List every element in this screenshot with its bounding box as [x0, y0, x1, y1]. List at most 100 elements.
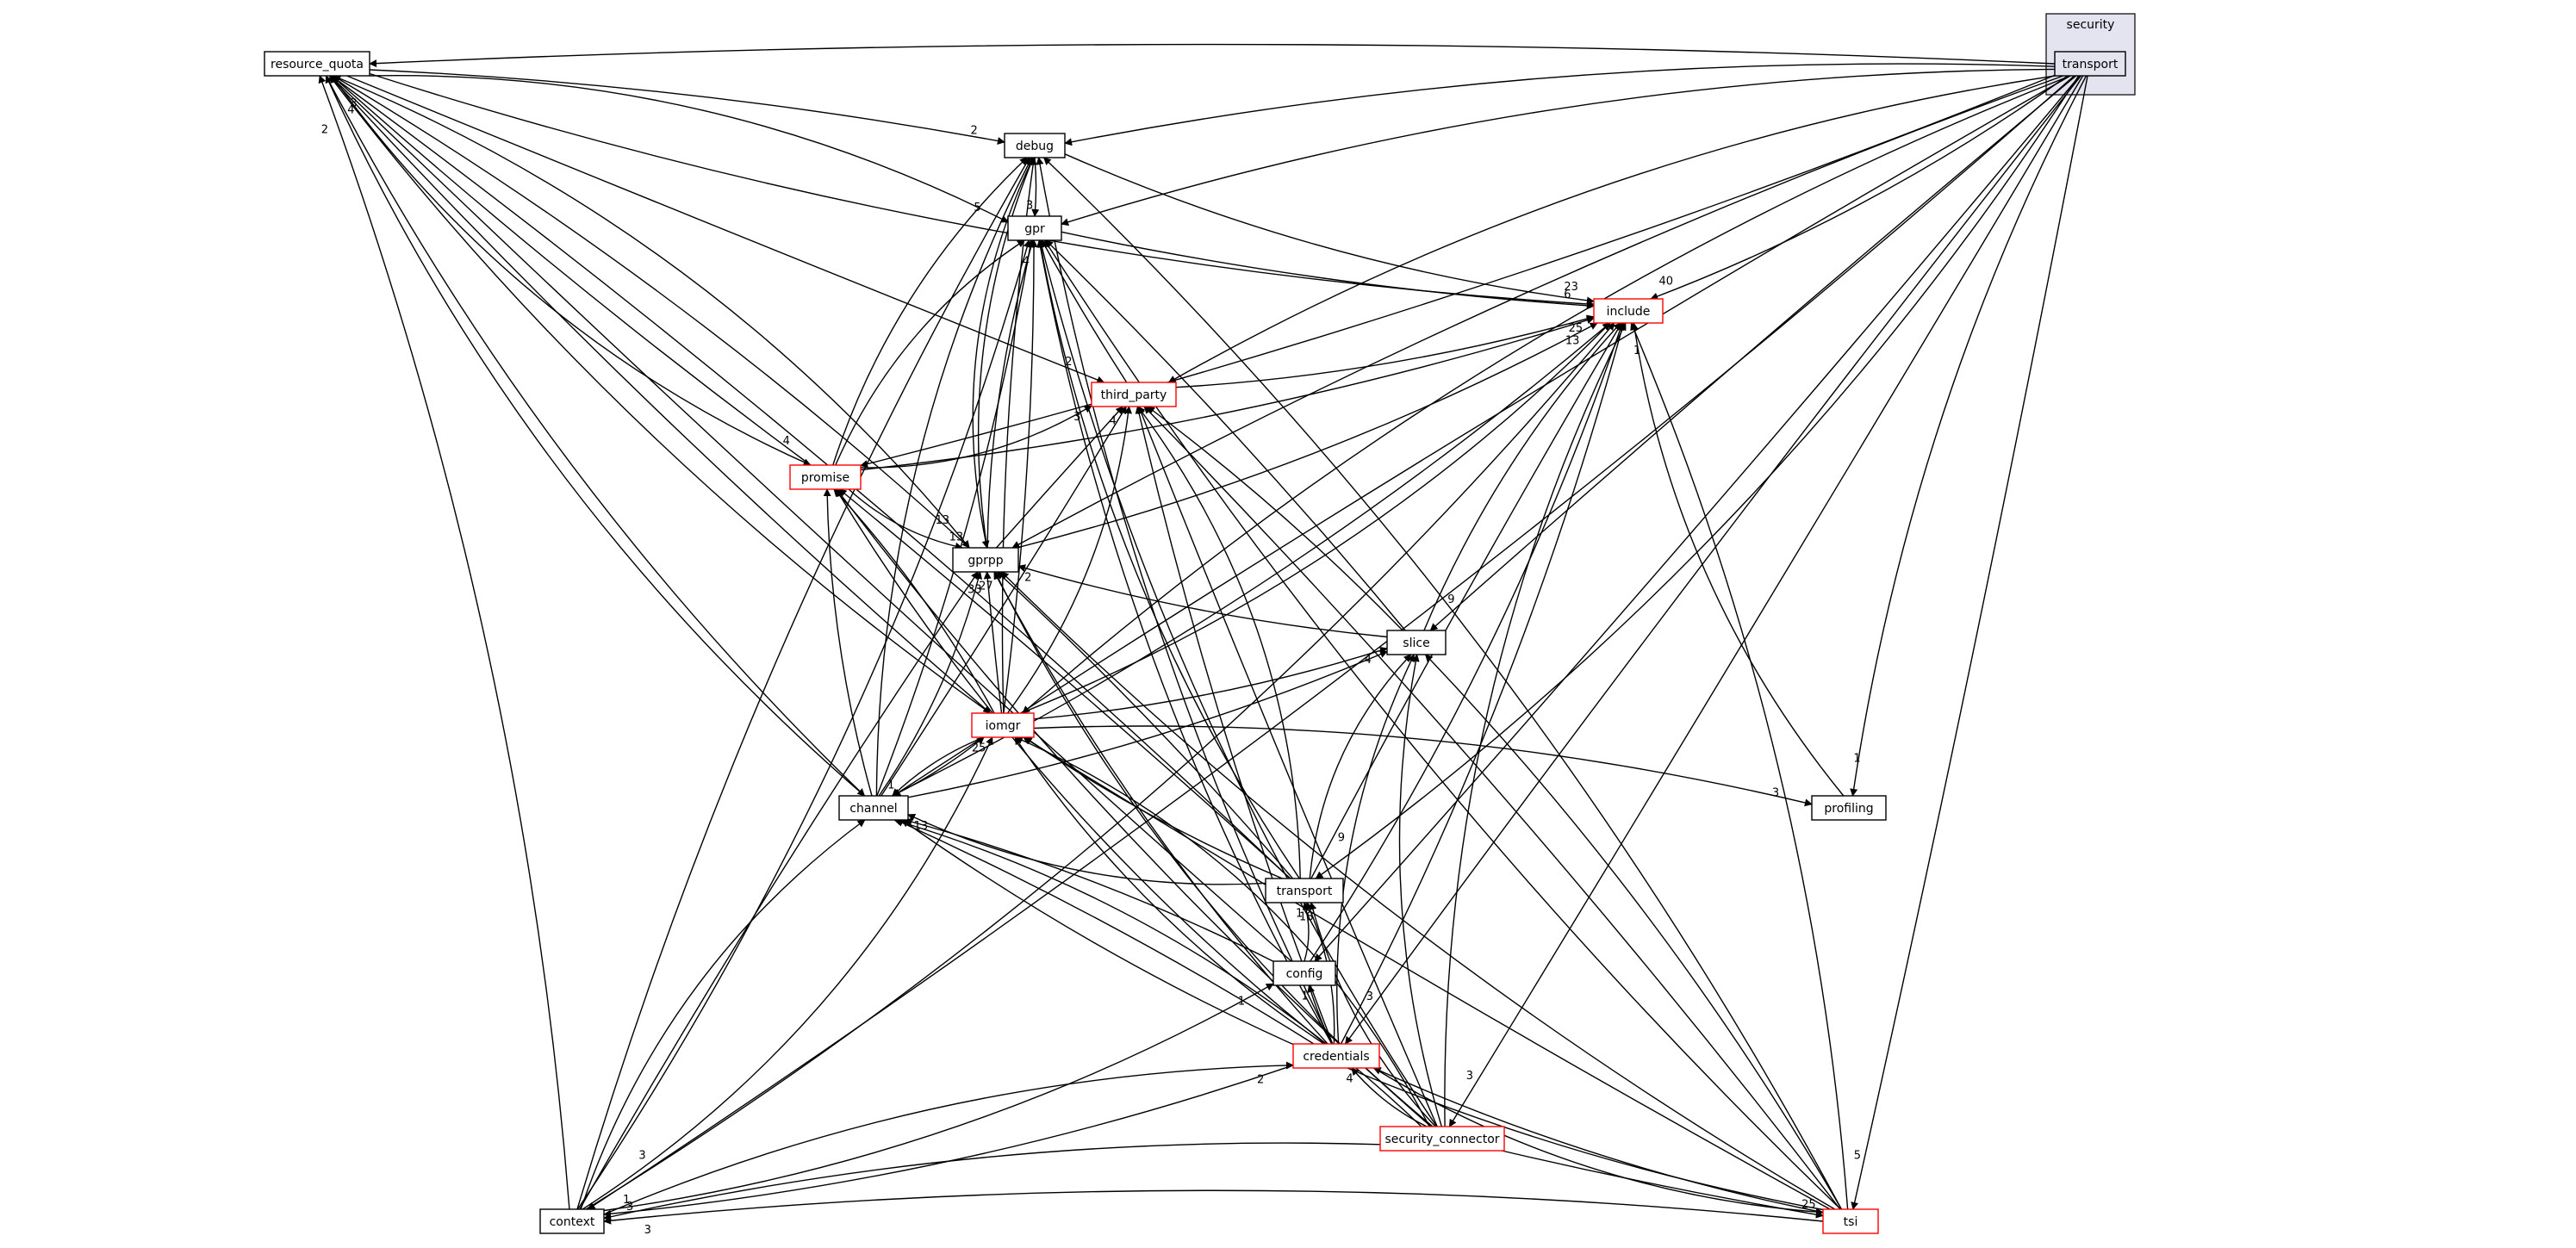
node-label-resource_quota[interactable]: resource_quota: [271, 58, 364, 71]
edge-security_connector-to-tsi: [1501, 1150, 1824, 1219]
node-profiling[interactable]: profiling: [1811, 795, 1887, 821]
node-box-config[interactable]: [1272, 960, 1336, 986]
node-box-slice[interactable]: [1386, 630, 1447, 655]
node-box-context[interactable]: [539, 1208, 605, 1234]
node-promise[interactable]: promise: [789, 464, 862, 490]
edge-label-debug-to-gpr[interactable]: 3: [1026, 199, 1033, 212]
node-label-security_connector[interactable]: security_connector: [1384, 1133, 1499, 1146]
edge-label-tsi-to-context[interactable]: 3: [644, 1224, 651, 1237]
node-box-security_connector[interactable]: [1379, 1126, 1505, 1152]
edge-label-gprpp-to-gpr[interactable]: 4: [1023, 255, 1030, 268]
edge-label-transport_sec-to-profiling[interactable]: 1: [1853, 753, 1860, 766]
edge-label-transport_sec-to-security_connector[interactable]: 3: [1466, 1070, 1473, 1083]
node-label-transport[interactable]: transport: [1277, 885, 1333, 898]
edge-label-gprpp-to-include[interactable]: 13: [1565, 334, 1580, 347]
edge-label-iomgr-to-profiling[interactable]: 3: [1772, 786, 1779, 799]
node-security_connector[interactable]: security_connector: [1379, 1126, 1505, 1152]
node-third_party[interactable]: third_party: [1091, 382, 1177, 407]
node-label-debug[interactable]: debug: [1016, 140, 1054, 153]
edge-label-channel-to-gprpp[interactable]: 33: [968, 583, 982, 596]
node-box-credentials[interactable]: [1292, 1043, 1380, 1069]
edge-channel-to-gpr: [876, 239, 1035, 797]
node-label-credentials[interactable]: credentials: [1303, 1050, 1369, 1064]
node-label-promise[interactable]: promise: [801, 471, 849, 485]
edge-label-context-to-credentials[interactable]: 2: [1257, 1074, 1264, 1087]
edge-label-gprpp-to-third_party[interactable]: 4: [1110, 415, 1117, 428]
node-box-iomgr[interactable]: [971, 712, 1035, 738]
edge-label-transport_sec-to-credentials[interactable]: 3: [1366, 990, 1373, 1003]
edge-label-transport_sec-to-transport[interactable]: 9: [1338, 832, 1345, 845]
node-resource_quota[interactable]: resource_quota: [264, 51, 370, 77]
node-transport[interactable]: transport: [1265, 878, 1344, 903]
edge-label-config-to-transport[interactable]: 1: [1296, 908, 1303, 921]
node-box-profiling[interactable]: [1811, 795, 1887, 821]
node-box-gpr[interactable]: [1007, 215, 1062, 241]
edge-label-resource_quota-to-promise[interactable]: 4: [783, 435, 790, 448]
edge-label-profiling-to-include[interactable]: 1: [1633, 345, 1640, 357]
node-context[interactable]: context: [539, 1208, 605, 1234]
node-iomgr[interactable]: iomgr: [971, 712, 1035, 738]
node-box-promise[interactable]: [789, 464, 862, 490]
node-box-tsi[interactable]: [1822, 1208, 1879, 1234]
edge-label-transport_sec-to-tsi[interactable]: 5: [1854, 1149, 1861, 1162]
edge-label-resource_quota-to-third_party[interactable]: 2: [1065, 356, 1072, 369]
node-gprpp[interactable]: gprpp: [952, 547, 1019, 573]
edge-label-resource_quota-to-debug[interactable]: 2: [971, 125, 978, 138]
node-label-channel[interactable]: channel: [849, 802, 897, 816]
edge-label-gpr-to-include[interactable]: 6: [1564, 289, 1571, 301]
edge-label-iomgr-to-channel[interactable]: 1: [887, 779, 894, 792]
edge-label-credentials-to-context[interactable]: 1: [623, 1194, 630, 1207]
node-transport_sec[interactable]: transport: [2054, 51, 2126, 77]
edge-label-iomgr-to-gprpp[interactable]: 27: [979, 581, 993, 593]
edge-label-debug-to-include[interactable]: 23: [1564, 281, 1578, 294]
edge-label-credentials-to-config[interactable]: 1: [1301, 990, 1308, 1003]
node-debug[interactable]: debug: [1004, 133, 1066, 158]
node-box-resource_quota[interactable]: [264, 51, 370, 77]
node-label-config[interactable]: config: [1286, 967, 1323, 981]
node-include[interactable]: include: [1593, 298, 1664, 324]
node-box-include[interactable]: [1593, 298, 1664, 324]
edge-label-context-to-resource_quota[interactable]: 2: [321, 124, 328, 137]
node-label-third_party[interactable]: third_party: [1101, 388, 1167, 402]
edge-label-gprpp-to-resource_quota[interactable]: 3: [350, 97, 357, 110]
edge-label-context-to-config[interactable]: 1: [1238, 996, 1245, 1009]
edge-channel-to-promise: [823, 488, 873, 797]
node-box-third_party[interactable]: [1091, 382, 1177, 407]
edge-label-promise-to-third_party[interactable]: 3: [1073, 411, 1080, 424]
node-label-include[interactable]: include: [1607, 305, 1651, 319]
node-label-transport_sec[interactable]: transport: [2063, 58, 2119, 71]
node-box-transport_sec[interactable]: [2054, 51, 2126, 77]
node-label-tsi[interactable]: tsi: [1844, 1215, 1858, 1229]
node-box-transport[interactable]: [1265, 878, 1344, 903]
edge-debug-to-include: [1064, 153, 1595, 305]
edge-label-security_connector-to-credentials[interactable]: 4: [1346, 1073, 1353, 1086]
node-label-profiling[interactable]: profiling: [1824, 802, 1873, 816]
edge-promise-to-gpr: [835, 239, 1025, 466]
node-label-gprpp[interactable]: gprpp: [968, 554, 1003, 568]
node-box-channel[interactable]: [838, 795, 909, 821]
node-slice[interactable]: slice: [1386, 630, 1447, 655]
edge-label-resource_quota-to-gprpp[interactable]: 13: [936, 514, 950, 527]
edge-transport-to-include: [1310, 322, 1622, 879]
node-credentials[interactable]: credentials: [1292, 1043, 1380, 1069]
edge-label-transport_sec-to-slice[interactable]: 9: [1447, 593, 1454, 606]
edge-label-channel-to-iomgr[interactable]: 25: [972, 742, 986, 755]
edge-label-iomgr-to-resource_quota[interactable]: 4: [347, 104, 354, 117]
node-gpr[interactable]: gpr: [1007, 215, 1062, 241]
node-label-iomgr[interactable]: iomgr: [986, 719, 1021, 733]
node-tsi[interactable]: tsi: [1822, 1208, 1879, 1234]
node-label-gpr[interactable]: gpr: [1024, 222, 1045, 236]
edge-label-resource_quota-to-gpr[interactable]: 5: [974, 202, 980, 214]
node-label-context[interactable]: context: [550, 1215, 595, 1229]
edge-label-slice-to-gprpp[interactable]: 2: [1024, 572, 1031, 585]
node-channel[interactable]: channel: [838, 795, 909, 821]
edge-transport_sec-to-third_party: [1167, 75, 2056, 383]
edge-label-iomgr-to-slice[interactable]: 4: [1365, 654, 1372, 667]
node-box-debug[interactable]: [1004, 133, 1066, 158]
node-box-gprpp[interactable]: [952, 547, 1019, 573]
edge-label-promise-to-gprpp[interactable]: 13: [949, 531, 964, 543]
node-config[interactable]: config: [1272, 960, 1336, 986]
edge-label-transport_sec-to-context[interactable]: 3: [638, 1149, 645, 1162]
edge-label-transport_sec-to-include[interactable]: 40: [1659, 276, 1674, 289]
node-label-slice[interactable]: slice: [1403, 636, 1429, 650]
